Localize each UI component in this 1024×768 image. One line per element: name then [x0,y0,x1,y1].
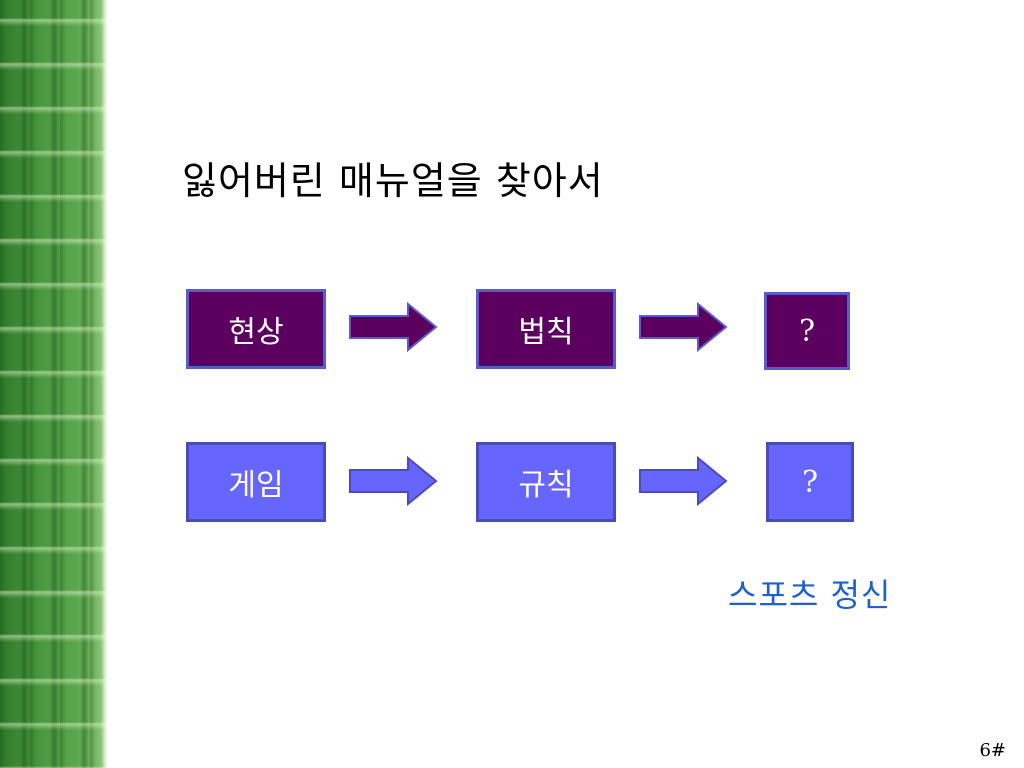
box-unknown-2: ? [766,442,854,522]
box-unknown-1-label: ? [798,313,816,349]
arrow-right-icon [349,302,438,352]
box-phenomenon: 현상 [186,289,326,369]
arrow-right-icon [639,302,728,352]
box-unknown-1: ? [764,292,850,370]
decorative-sidebar [0,0,108,768]
box-rule: 규칙 [476,442,616,522]
sidebar-fade-edge [102,0,108,768]
box-law-label: 법칙 [518,315,574,350]
box-phenomenon-label: 현상 [228,315,284,350]
box-game: 게임 [186,442,326,522]
caption-sportsmanship: 스포츠 정신 [728,576,892,614]
arrow-right-icon [349,456,438,506]
box-unknown-2-label: ? [801,464,819,500]
page-number: 6# [979,740,1006,761]
box-game-label: 게임 [228,468,284,503]
box-rule-label: 규칙 [518,468,574,503]
arrow-right-icon [639,456,728,506]
box-law: 법칙 [476,289,616,369]
slide-title: 잃어버린 매뉴얼을 찾아서 [182,159,604,203]
